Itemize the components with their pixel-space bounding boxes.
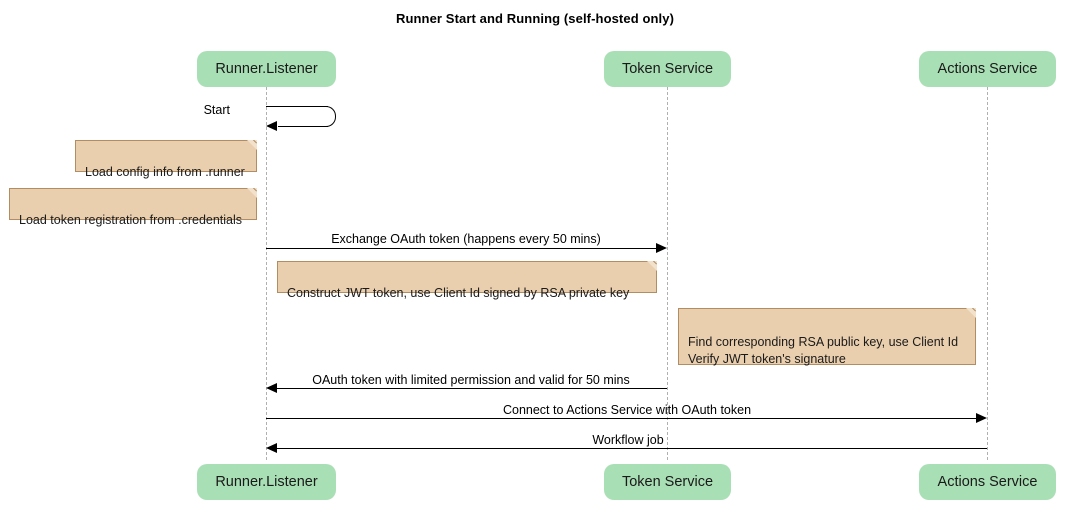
participant-actions-bottom[interactable]: Actions Service	[919, 464, 1056, 500]
message-exchange-oauth-label: Exchange OAuth token (happens every 50 m…	[331, 232, 601, 246]
message-connect-actions-line	[266, 418, 976, 419]
participant-actions-top[interactable]: Actions Service	[919, 51, 1056, 87]
note-fold-edge-icon	[965, 308, 976, 319]
participant-token-top[interactable]: Token Service	[604, 51, 731, 87]
message-start-top-segment	[266, 106, 328, 107]
lifeline-actions	[987, 87, 988, 460]
note-text: Find corresponding RSA public key, use C…	[688, 335, 959, 366]
note-construct-jwt: Construct JWT token, use Client Id signe…	[277, 261, 657, 300]
message-workflow-job-label: Workflow job	[592, 433, 664, 447]
participant-label: Actions Service	[937, 61, 1038, 77]
note-load-token-registration: Load token registration from .credential…	[9, 188, 257, 227]
note-text: Load config info from .runner	[85, 165, 245, 179]
lifeline-runner	[266, 87, 267, 460]
participant-runner-top[interactable]: Runner.Listener	[197, 51, 336, 87]
message-start-arrowhead	[266, 121, 277, 131]
message-oauth-return-line	[277, 388, 667, 389]
message-exchange-oauth-line	[266, 248, 656, 249]
lifeline-token	[667, 87, 668, 460]
note-text: Construct JWT token, use Client Id signe…	[287, 286, 630, 300]
message-start-loop	[320, 106, 336, 127]
message-workflow-job-arrowhead	[266, 443, 277, 453]
message-connect-actions-arrowhead	[976, 413, 987, 423]
message-oauth-return-arrowhead	[266, 383, 277, 393]
message-oauth-return-label: OAuth token with limited permission and …	[312, 373, 630, 387]
participant-label: Actions Service	[937, 474, 1038, 490]
note-fold-edge-icon	[646, 261, 657, 272]
message-connect-actions-label: Connect to Actions Service with OAuth to…	[502, 403, 752, 417]
participant-label: Token Service	[621, 61, 714, 77]
participant-label: Runner.Listener	[215, 474, 318, 490]
note-load-config: Load config info from .runner	[75, 140, 257, 179]
message-start-label: Start	[203, 103, 230, 117]
participant-label: Runner.Listener	[215, 61, 318, 77]
note-fold-edge-icon	[246, 140, 257, 151]
participant-label: Token Service	[621, 474, 714, 490]
participant-runner-bottom[interactable]: Runner.Listener	[197, 464, 336, 500]
note-text: Load token registration from .credential…	[19, 213, 243, 227]
note-fold-edge-icon	[246, 188, 257, 199]
message-workflow-job-line	[277, 448, 987, 449]
message-start-bottom-segment	[278, 126, 328, 127]
participant-token-bottom[interactable]: Token Service	[604, 464, 731, 500]
message-exchange-oauth-arrowhead	[656, 243, 667, 253]
page-title: Runner Start and Running (self-hosted on…	[395, 11, 675, 26]
note-verify-jwt: Find corresponding RSA public key, use C…	[678, 308, 976, 366]
